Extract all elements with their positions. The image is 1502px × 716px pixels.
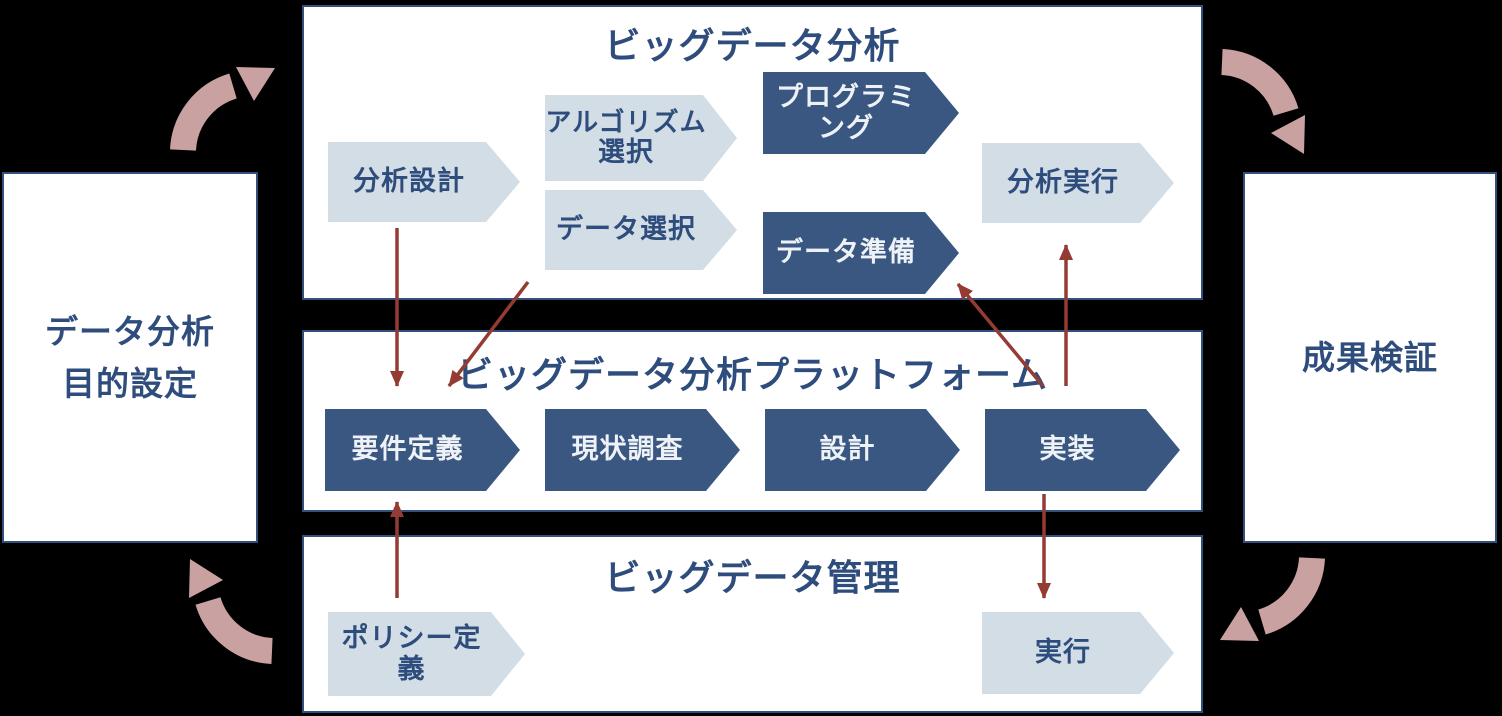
step-algorithm-selection: アルゴリズム 選択 [545, 95, 737, 181]
cycle-arrow-bottom-left [189, 559, 272, 651]
step-analysis-design: 分析設計 [328, 142, 520, 222]
box-data-analysis-purpose-line1: データ分析 [45, 313, 215, 351]
panel-title-big-data-management: ビッグデータ管理 [604, 557, 901, 598]
step-data-preparation: データ準備 [763, 212, 959, 294]
step-policy-definition: ポリシー定義 [328, 612, 525, 696]
step-current-state-survey: 現状調査 [545, 409, 740, 491]
box-result-verification: 成果検証 [1243, 172, 1497, 543]
box-data-analysis-purpose: データ分析 目的設定 [2, 172, 258, 543]
cycle-arrow-bottom-right [1220, 558, 1312, 641]
panel-title-big-data-analysis: ビッグデータ分析 [604, 25, 901, 66]
step-data-selection: データ選択 [545, 190, 737, 270]
cycle-arrow-top-right [1222, 62, 1305, 154]
step-implementation: 実装 [985, 409, 1180, 491]
panel-title-big-data-platform: ビッグデータ分析プラットフォーム [457, 354, 1048, 395]
step-programming: プログラミング [763, 72, 959, 154]
step-requirements-definition: 要件定義 [325, 409, 520, 491]
step-design: 設計 [765, 409, 960, 491]
step-analysis-execution: 分析実行 [982, 143, 1174, 223]
step-execution: 実行 [982, 612, 1174, 694]
box-result-verification-label: 成果検証 [1302, 338, 1438, 376]
cycle-arrow-top-left [183, 67, 275, 150]
box-data-analysis-purpose-line2: 目的設定 [62, 364, 198, 402]
